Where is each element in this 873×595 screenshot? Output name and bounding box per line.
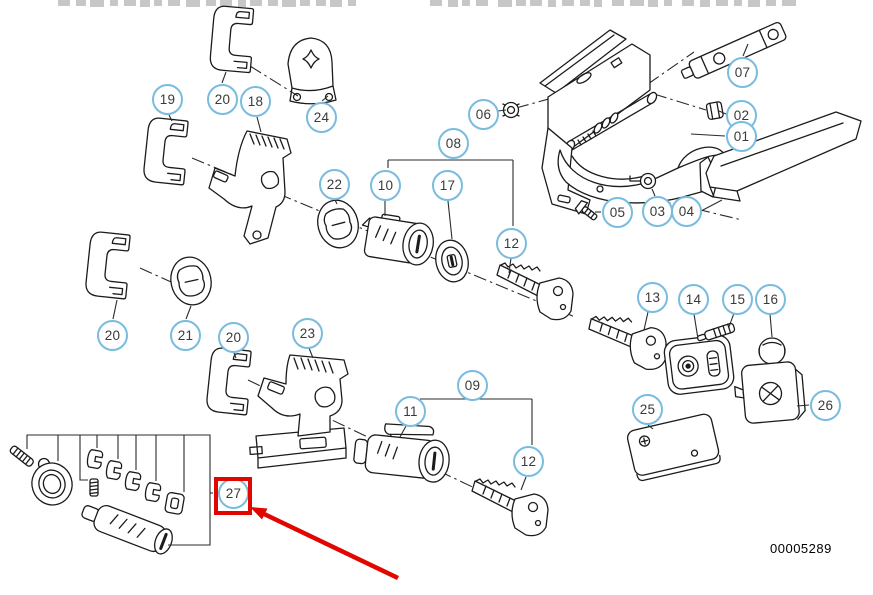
callout-06[interactable]: 06 [468, 99, 499, 130]
mounting-bracket-part-24 [287, 37, 337, 105]
callout-27[interactable]: 27 [218, 478, 249, 509]
callout-26[interactable]: 26 [810, 390, 841, 421]
callout-05[interactable]: 05 [602, 197, 633, 228]
cover-plate-part-25 [626, 413, 721, 482]
lock-housing-part-14 [663, 334, 735, 395]
retaining-clip-part-20b [84, 230, 133, 300]
lock-ring-part-21 [165, 252, 217, 310]
lock-cylinder-part-10 [361, 213, 434, 266]
callout-22[interactable]: 22 [319, 169, 350, 200]
callout-20c[interactable]: 20 [218, 322, 249, 353]
callout-23[interactable]: 23 [292, 318, 323, 349]
handle-frame-part-01 [539, 29, 733, 215]
callout-09[interactable]: 09 [457, 370, 488, 401]
callout-16[interactable]: 16 [755, 284, 786, 315]
retaining-clip-part-20a [208, 4, 257, 74]
callout-04[interactable]: 04 [671, 196, 702, 227]
clip-part-02 [705, 101, 724, 120]
callout-20a[interactable]: 20 [207, 84, 238, 115]
callout-19[interactable]: 19 [152, 84, 183, 115]
screw-part-05 [574, 200, 598, 221]
key-part-13 [587, 311, 669, 375]
callout-13[interactable]: 13 [637, 282, 668, 313]
callout-11[interactable]: 11 [395, 396, 426, 427]
pin-part-15 [696, 322, 736, 342]
key-part-12b [471, 478, 549, 537]
watermark-strip [58, 0, 796, 7]
grommet-part-03 [639, 172, 657, 190]
leader-lines [26, 43, 810, 546]
key-part-12a [496, 262, 574, 321]
callout-01[interactable]: 01 [726, 121, 757, 152]
callout-15[interactable]: 15 [722, 284, 753, 315]
lock-bracket-part-18 [208, 130, 292, 245]
callout-12b[interactable]: 12 [513, 446, 544, 477]
callout-20b[interactable]: 20 [97, 320, 128, 351]
lock-cap-part-17 [435, 239, 469, 283]
callout-14[interactable]: 14 [678, 284, 709, 315]
callout-03[interactable]: 03 [642, 196, 673, 227]
lock-cylinder-part-11 [353, 423, 450, 483]
door-handle-part-04 [699, 111, 862, 202]
doc-number: 00005289 [770, 541, 832, 556]
cap-part-16 [758, 337, 786, 365]
highlight-box [214, 477, 252, 515]
nut-part-06 [502, 101, 520, 119]
callout-18[interactable]: 18 [240, 86, 271, 117]
retaining-clip-part-20c [205, 346, 254, 416]
lock-repair-kit-part-27 [9, 445, 185, 555]
callout-08[interactable]: 08 [438, 128, 469, 159]
callout-25[interactable]: 25 [632, 394, 663, 425]
callout-21[interactable]: 21 [170, 320, 201, 351]
callout-17[interactable]: 17 [432, 170, 463, 201]
callout-12a[interactable]: 12 [496, 228, 527, 259]
callout-24[interactable]: 24 [306, 102, 337, 133]
callout-07[interactable]: 07 [727, 57, 758, 88]
retaining-clip-part-19 [142, 116, 191, 186]
lock-bracket-part-23 [249, 354, 349, 469]
lock-cover-part-26 [734, 361, 806, 424]
lock-ring-part-22 [311, 194, 365, 254]
callout-10[interactable]: 10 [370, 170, 401, 201]
